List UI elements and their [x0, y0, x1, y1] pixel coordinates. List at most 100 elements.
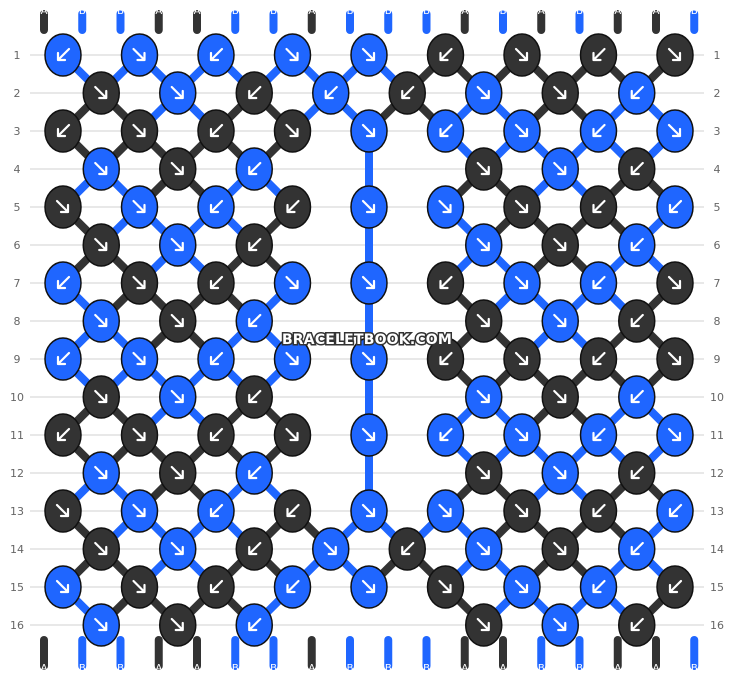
- knot: [618, 527, 656, 571]
- arrow-down-right-icon: [667, 47, 682, 62]
- arrow-down-left-icon: [209, 427, 224, 442]
- knot: [656, 185, 694, 229]
- arrow-down-left-icon: [592, 579, 606, 594]
- knot: [503, 489, 541, 533]
- arrow-down-left-icon: [630, 313, 644, 328]
- arrow-down-right-icon: [667, 275, 682, 290]
- arrow-down-left-icon: [668, 199, 683, 214]
- arrow-down-right-icon: [132, 427, 146, 442]
- knot: [120, 261, 159, 305]
- string-label-bottom: A: [41, 663, 48, 674]
- arrow-down-right-icon: [514, 503, 529, 518]
- arrow-down-right-icon: [170, 313, 184, 328]
- row-label-right: 15: [710, 581, 724, 594]
- arrow-down-left-icon: [592, 503, 606, 518]
- knot: [159, 451, 197, 495]
- row-label-left: 3: [14, 125, 21, 138]
- arrow-down-right-icon: [132, 123, 146, 138]
- knot: [579, 413, 618, 457]
- knot: [465, 603, 503, 647]
- arrow-down-left-icon: [630, 161, 644, 176]
- knot: [579, 565, 618, 609]
- arrow-down-left-icon: [209, 199, 224, 214]
- string-label-bottom: B: [385, 663, 392, 674]
- row-label-right: 6: [714, 239, 721, 252]
- row-label-left: 16: [10, 619, 24, 632]
- knot: [197, 337, 235, 381]
- arrow-down-right-icon: [553, 237, 567, 252]
- arrow-down-right-icon: [170, 161, 184, 176]
- row-label-left: 1: [14, 49, 21, 62]
- arrow-down-right-icon: [285, 351, 299, 366]
- arrow-down-right-icon: [553, 313, 567, 328]
- arrow-down-right-icon: [476, 617, 490, 632]
- knot: [197, 413, 235, 457]
- arrow-down-right-icon: [285, 275, 299, 290]
- string-label-top: B: [500, 6, 507, 17]
- knot: [82, 223, 120, 267]
- knot: [312, 527, 350, 571]
- arrow-down-right-icon: [132, 351, 146, 366]
- row-label-left: 5: [14, 201, 21, 214]
- knot: [656, 489, 694, 533]
- string-label-top: A: [461, 6, 468, 17]
- knot: [503, 185, 541, 229]
- knot: [426, 33, 465, 77]
- knot: [273, 565, 312, 609]
- arrow-down-left-icon: [56, 47, 71, 62]
- arrow-down-right-icon: [55, 503, 70, 518]
- knot: [579, 185, 618, 229]
- knot: [426, 337, 465, 381]
- knot: [159, 223, 197, 267]
- row-label-left: 14: [10, 543, 24, 556]
- arrow-down-right-icon: [94, 85, 108, 100]
- arrow-down-right-icon: [170, 541, 184, 556]
- knot: [44, 489, 82, 533]
- arrow-down-right-icon: [438, 199, 452, 214]
- string-label-bottom: B: [270, 663, 277, 674]
- knot: [350, 489, 388, 533]
- string-label-top: B: [691, 6, 698, 17]
- knot: [579, 337, 618, 381]
- arrow-down-left-icon: [324, 85, 338, 100]
- arrow-down-right-icon: [132, 579, 146, 594]
- arrow-down-right-icon: [361, 351, 376, 366]
- arrow-down-right-icon: [94, 161, 108, 176]
- row-label-right: 9: [714, 353, 721, 366]
- arrow-down-left-icon: [209, 275, 224, 290]
- string-label-top: A: [614, 6, 621, 17]
- arrow-down-right-icon: [361, 47, 376, 62]
- arrow-down-right-icon: [667, 123, 682, 138]
- arrow-down-right-icon: [132, 503, 146, 518]
- arrow-down-right-icon: [170, 237, 184, 252]
- arrow-down-left-icon: [630, 541, 644, 556]
- row-label-right: 3: [714, 125, 721, 138]
- watermark: BRACELETBOOK.COM: [282, 332, 452, 348]
- knot: [120, 33, 159, 77]
- arrow-down-right-icon: [514, 351, 529, 366]
- arrow-down-right-icon: [553, 541, 567, 556]
- arrow-down-right-icon: [94, 313, 108, 328]
- arrow-down-right-icon: [514, 199, 529, 214]
- arrow-down-right-icon: [285, 47, 299, 62]
- arrow-down-left-icon: [592, 427, 606, 442]
- arrow-down-left-icon: [248, 313, 262, 328]
- knot: [120, 413, 159, 457]
- arrow-down-right-icon: [438, 579, 452, 594]
- arrow-down-left-icon: [209, 47, 224, 62]
- arrow-down-right-icon: [667, 427, 682, 442]
- row-label-right: 5: [714, 201, 721, 214]
- string-label-bottom: A: [461, 663, 468, 674]
- knot: [426, 261, 465, 305]
- arrow-down-right-icon: [476, 85, 490, 100]
- arrow-down-left-icon: [248, 465, 262, 480]
- row-label-left: 10: [10, 391, 24, 404]
- arrow-down-right-icon: [514, 123, 529, 138]
- knot: [235, 223, 273, 267]
- arrow-down-right-icon: [132, 275, 146, 290]
- string-label-bottom: B: [423, 663, 430, 674]
- row-label-right: 4: [714, 163, 721, 176]
- string-label-bottom: A: [308, 663, 315, 674]
- arrow-down-right-icon: [94, 389, 108, 404]
